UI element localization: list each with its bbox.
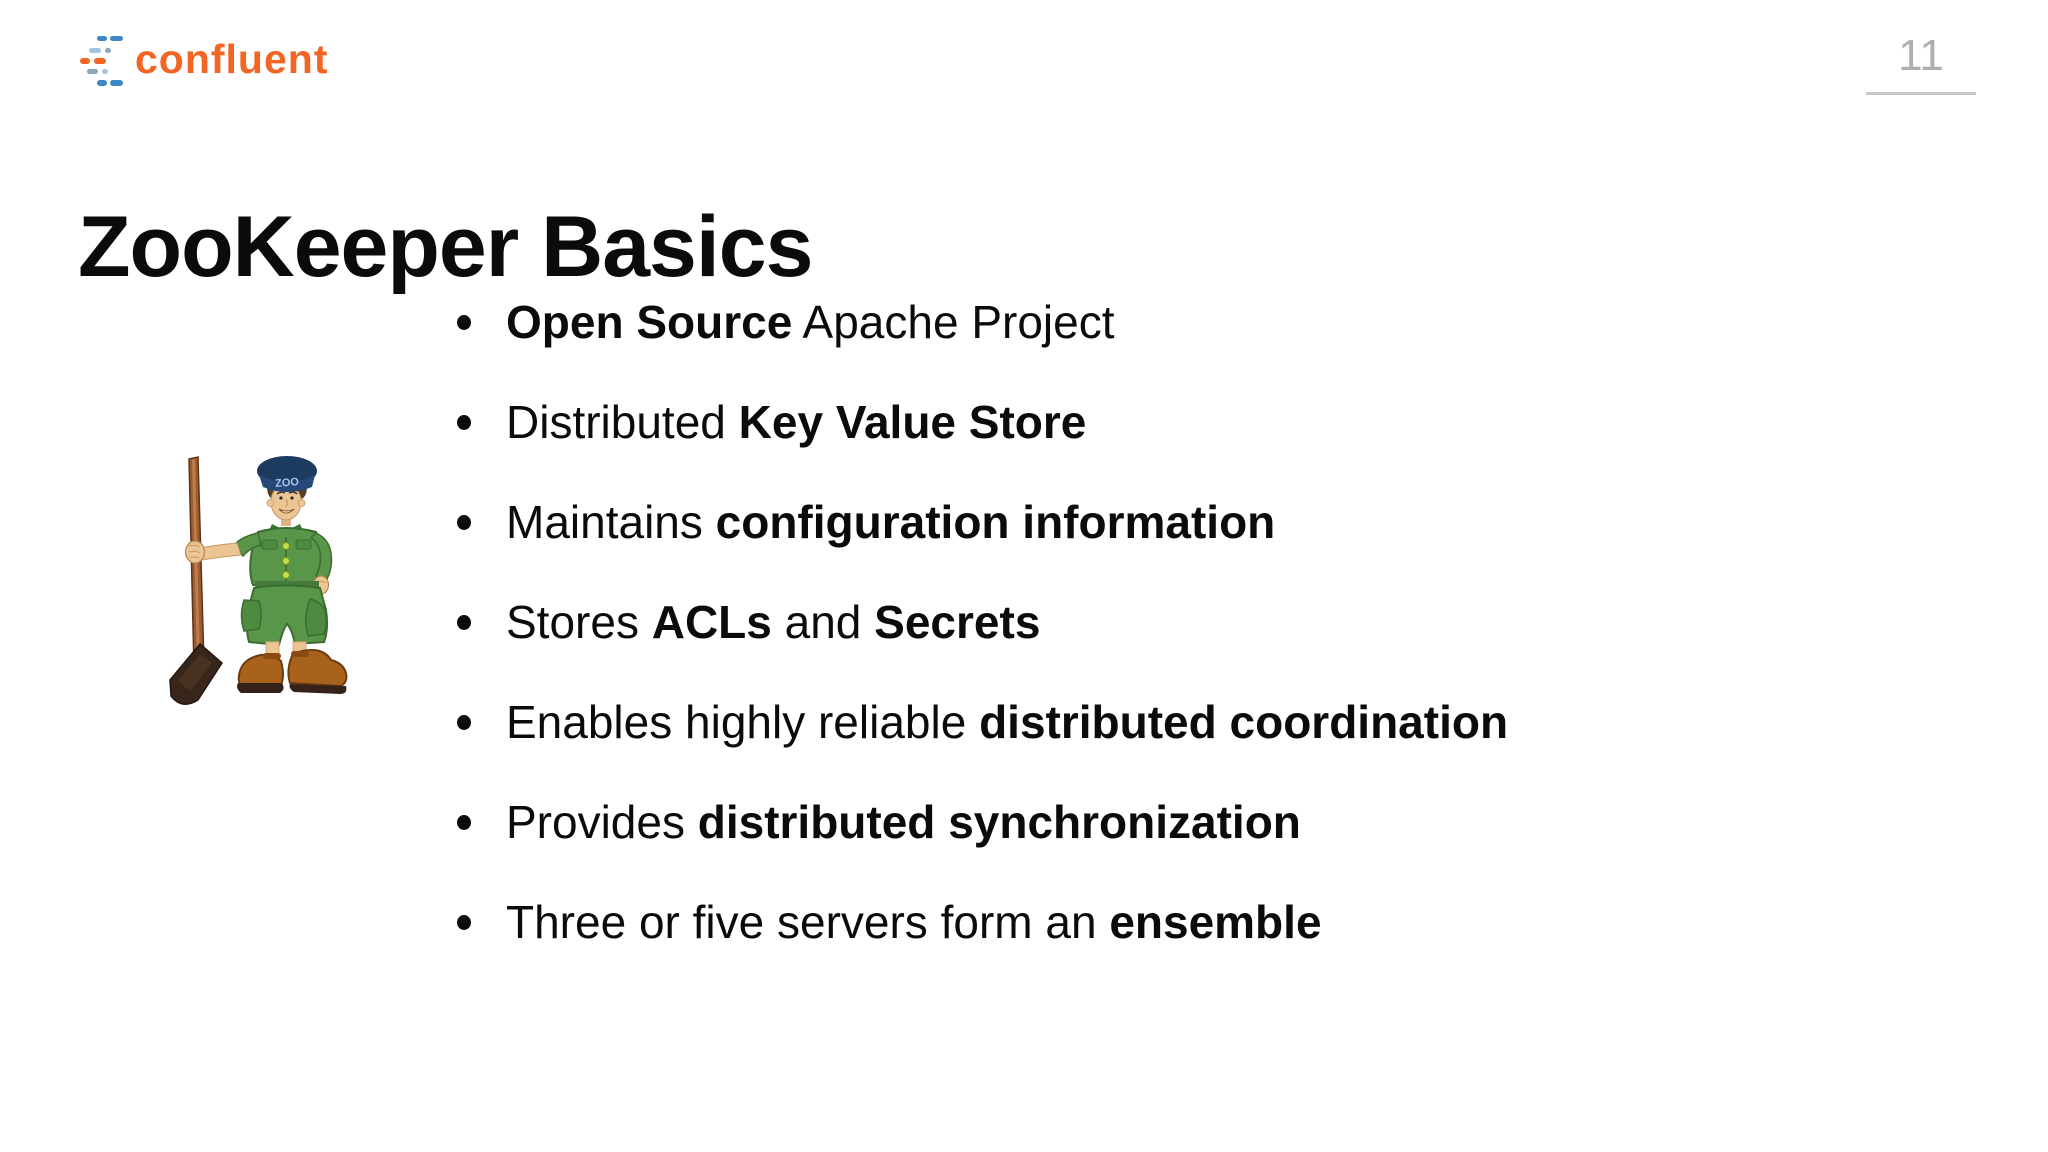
confluent-logo-icon (80, 36, 123, 86)
page-number-underline (1866, 92, 1976, 95)
bullet-text-segment: Stores (506, 596, 652, 648)
bullet-text-segment: Maintains (506, 496, 716, 548)
bullet-text-segment: ACLs (651, 596, 772, 648)
bullet-marker-icon (457, 614, 471, 630)
confluent-logo: confluent (80, 34, 328, 88)
bullet-text-segment: Three or five servers form an (506, 896, 1110, 948)
bullet-item: Open Source Apache Project (457, 272, 1508, 372)
zoo-hat: ZOO (257, 456, 317, 492)
bullet-text-segment: Secrets (874, 596, 1041, 648)
shovel-icon (169, 456, 223, 705)
bullet-text-segment: Apache Project (792, 296, 1115, 348)
bullet-text: Maintains configuration information (506, 499, 1275, 545)
bullet-text-segment: and (771, 596, 875, 648)
bullet-text: Provides distributed synchronization (506, 799, 1301, 845)
bullet-text: Enables highly reliable distributed coor… (506, 699, 1508, 745)
bullet-item: Maintains configuration information (457, 472, 1508, 572)
bullet-item: Enables highly reliable distributed coor… (457, 672, 1508, 772)
bullet-text-segment: distributed synchronization (697, 796, 1301, 848)
bullet-item: Three or five servers form an ensemble (457, 872, 1508, 972)
bullet-marker-icon (457, 814, 471, 830)
bullet-text: Distributed Key Value Store (506, 399, 1086, 445)
bullet-text: Three or five servers form an ensemble (506, 899, 1322, 945)
zookeeper-figure: ZOO (184, 456, 348, 694)
bullet-item: Stores ACLs and Secrets (457, 572, 1508, 672)
bullet-marker-icon (457, 914, 471, 930)
bullet-text-segment: Distributed (506, 396, 739, 448)
slide-title: ZooKeeper Basics (78, 198, 813, 295)
bullet-text-segment: configuration information (715, 496, 1276, 548)
bullet-text-segment: ensemble (1109, 896, 1322, 948)
page-number-block: 11 (1866, 34, 1976, 95)
bullet-text-segment: Provides (506, 796, 698, 848)
confluent-logo-wordmark: confluent (135, 35, 329, 82)
bullet-marker-icon (457, 414, 471, 430)
bullet-marker-icon (457, 514, 471, 530)
bullet-text-segment: Enables highly reliable (506, 696, 980, 748)
hat-label: ZOO (275, 476, 300, 490)
bullet-marker-icon (457, 314, 471, 330)
bullet-text-segment: Open Source (506, 296, 793, 348)
page-number: 11 (1898, 31, 1944, 80)
bullet-item: Provides distributed synchronization (457, 772, 1508, 872)
bullet-item: Distributed Key Value Store (457, 372, 1508, 472)
bullet-marker-icon (457, 714, 471, 730)
bullet-text: Stores ACLs and Secrets (506, 599, 1040, 645)
bullet-text: Open Source Apache Project (506, 299, 1115, 345)
bullet-text-segment: Key Value Store (738, 396, 1087, 448)
zookeeper-illustration: ZOO (169, 456, 348, 705)
bullet-text-segment: distributed coordination (979, 696, 1509, 748)
